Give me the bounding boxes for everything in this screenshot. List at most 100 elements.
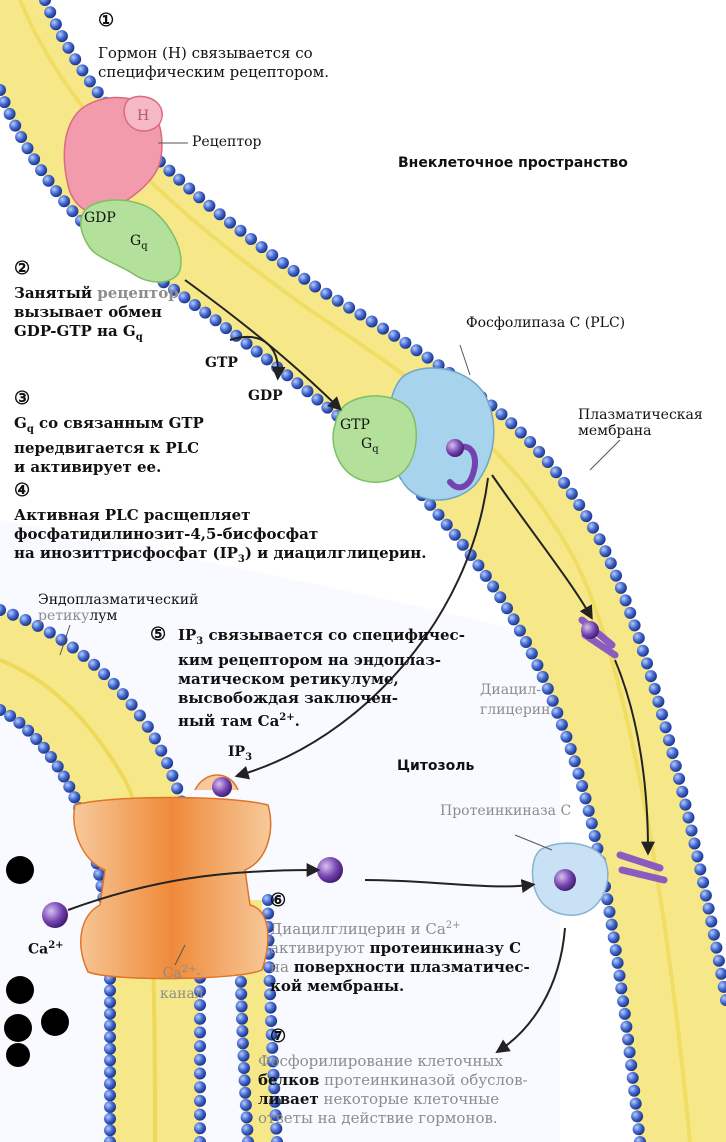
lipid-head [163, 164, 176, 177]
lipid-head [564, 743, 577, 755]
lipid-head [699, 889, 712, 902]
lipid-head [4, 709, 17, 722]
lipid-head [104, 1101, 116, 1113]
lipid-head [550, 466, 563, 479]
lipid-head [50, 185, 63, 198]
lipid-head [588, 830, 601, 842]
lipid-head [194, 1040, 206, 1053]
lipid-head [234, 975, 247, 988]
lipid-head [593, 533, 606, 546]
lipid-head [238, 1074, 251, 1087]
lipid-head [236, 1037, 249, 1050]
lipid-head [494, 591, 507, 604]
lipid-head [636, 644, 649, 657]
lipid-head [669, 759, 682, 772]
lipid-head [58, 195, 71, 208]
diacylglycerol-molecule [578, 616, 619, 659]
lipid-head [268, 1082, 281, 1095]
lipid-head [88, 658, 101, 671]
lipid-head [194, 1067, 206, 1080]
lipid-head [28, 153, 41, 166]
lipid-head [354, 308, 367, 321]
lipid-head [715, 967, 726, 980]
lipid-head [505, 417, 518, 430]
lipid-head [343, 301, 356, 314]
lipid-head [194, 1122, 206, 1135]
step-4-number: ④ [14, 480, 31, 501]
lipid-head [541, 682, 554, 695]
lipid-head [171, 782, 184, 795]
gtp-protein-label: GTP [340, 417, 370, 433]
gq-label: Gq [130, 233, 148, 252]
lipid-head [236, 1025, 249, 1038]
lipid-head [656, 708, 668, 721]
arrow-dag-move [614, 659, 655, 856]
lipid-head [264, 988, 277, 1001]
ca-ion-released [317, 857, 343, 883]
lipid-head [605, 918, 618, 931]
lipid-head [262, 894, 274, 906]
lipid-head [268, 1095, 281, 1108]
lipid-head [55, 30, 68, 43]
lipid-head [291, 377, 304, 390]
lipid-head [125, 698, 138, 711]
lipid-head [682, 811, 695, 824]
lipid-head [235, 1000, 248, 1013]
lipid-head [604, 557, 617, 570]
lipid-head [194, 1136, 206, 1142]
lipid-head [194, 1026, 206, 1039]
lipid-head [629, 1097, 642, 1110]
lipid-head [717, 980, 726, 993]
step-1-number: ① [98, 10, 115, 31]
lipid-head [37, 741, 50, 754]
lipid-head [269, 1109, 282, 1122]
lipid-head [456, 538, 469, 551]
gq-gdp-protein [80, 199, 182, 283]
lipid-head [710, 941, 723, 954]
hormone-label: H [137, 108, 149, 124]
lipid-head [35, 164, 48, 177]
step-6-number: ⑥ [270, 890, 287, 911]
lipid-head [104, 984, 116, 997]
lipid-head [623, 1046, 636, 1059]
lipid-head [104, 1112, 116, 1125]
lipid-head [178, 291, 191, 304]
lipid-head [617, 995, 630, 1008]
lipid-head [531, 659, 544, 672]
lipid-head [93, 868, 106, 881]
lipid-head [266, 249, 279, 262]
step-3-text: Gq со связанным GTP передвигается к PLC … [14, 414, 204, 476]
lipid-head [628, 1084, 641, 1097]
lipid-head [609, 944, 622, 957]
lipid-head [624, 606, 637, 619]
er-ca-store [4, 856, 69, 1067]
step-2-text: Занятый рецептор вызывает обмен GDP-GTP … [14, 284, 179, 343]
lipid-head [0, 96, 11, 109]
lipid-head [618, 1007, 631, 1020]
diacylglycerol-label: Диацил-глицерин [480, 682, 551, 718]
lipid-head [720, 994, 726, 1006]
lipid-head [267, 1068, 280, 1081]
lipid-head [555, 718, 568, 731]
lipid-head [15, 131, 28, 143]
lipid-head [694, 863, 707, 876]
lipid-head [239, 1086, 252, 1099]
lipid-head [3, 107, 16, 120]
lipid-head [264, 1001, 277, 1014]
receptor-label: Рецептор [192, 134, 262, 150]
lipid-head [104, 996, 116, 1009]
ip3-label: IP3 [228, 744, 253, 763]
lipid-head [262, 907, 275, 920]
lipid-head [546, 694, 559, 707]
lipid-head [104, 1124, 116, 1137]
lipid-head [601, 893, 614, 906]
lipid-head [0, 84, 6, 96]
lipid-head [21, 142, 34, 155]
lipid-head [0, 704, 6, 716]
lipid-head [0, 604, 6, 616]
lipid-head [281, 369, 294, 382]
lipid-head [22, 724, 35, 737]
lipid-head [536, 670, 549, 683]
gdp-arrow-label: GDP [248, 388, 283, 404]
